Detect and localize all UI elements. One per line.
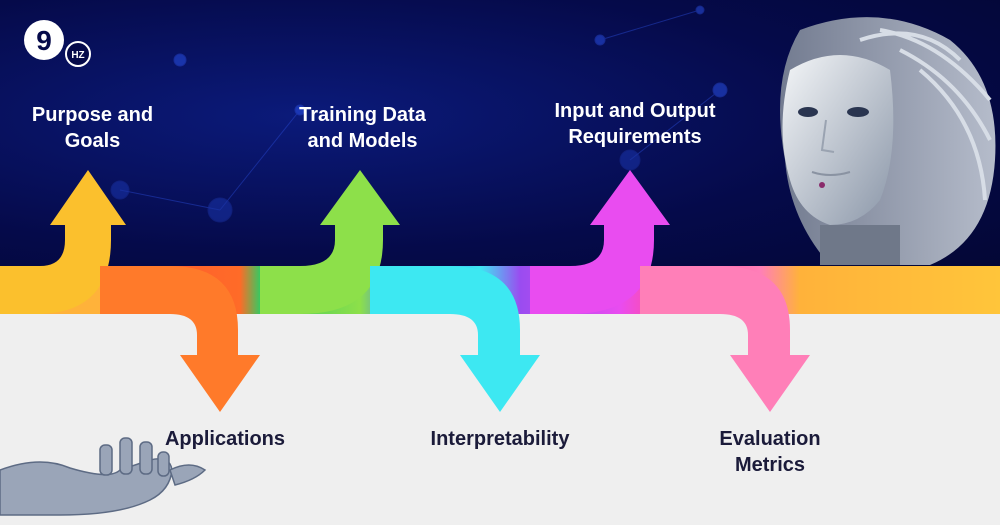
logo-glyph: 9 <box>36 25 52 56</box>
step-label-interpretability: Interpretability <box>430 428 570 450</box>
arrow-down-1 <box>100 266 260 412</box>
arrow-down-3 <box>640 266 810 412</box>
arrow-down-2 <box>370 266 540 412</box>
arrow-up-2 <box>260 170 400 314</box>
step-label-training-data-models: Training Data and Models <box>299 104 426 152</box>
network-decoration <box>110 5 869 259</box>
step-label-purpose-goals: Purpose and Goals <box>31 104 154 152</box>
brand-logo[interactable]: 9 HZ <box>22 18 94 72</box>
step-label-applications: Applications <box>164 428 285 450</box>
arrow-up-3 <box>530 170 670 314</box>
arrow-up-1 <box>0 170 126 314</box>
logo-sub: HZ <box>71 50 84 61</box>
step-label-evaluation-metrics: Evaluation Metrics <box>719 428 821 476</box>
step-label-input-output-requirements: Input and Output Requirements <box>554 100 716 148</box>
